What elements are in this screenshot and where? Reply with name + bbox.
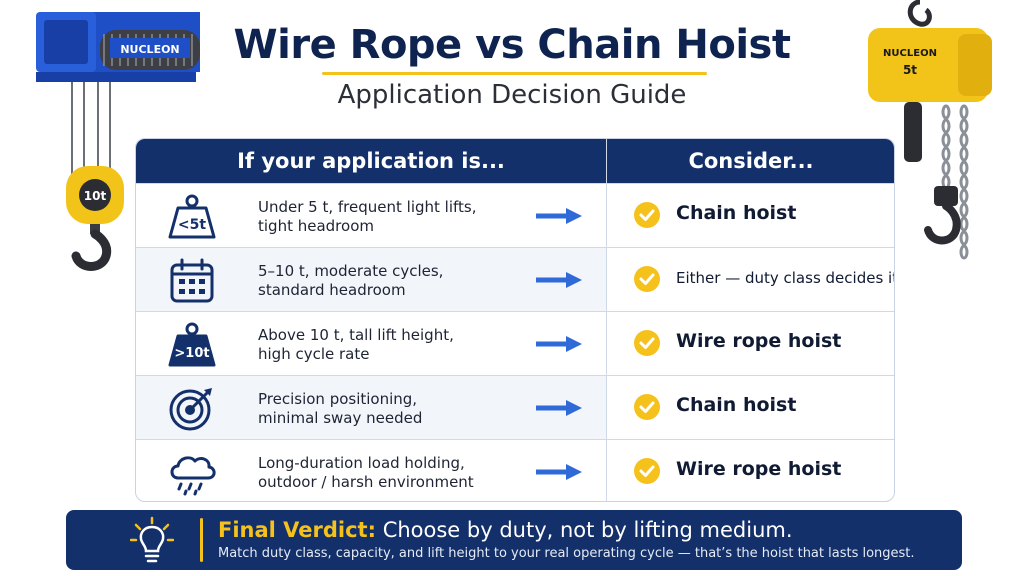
table-row: <5t Under 5 t, frequent light lifts, tig…: [136, 183, 894, 247]
application-description: Above 10 t, tall lift height, high cycle…: [258, 326, 454, 363]
table-row: Precision positioning, minimal sway need…: [136, 375, 894, 439]
chain-hoist-illustration: NUCLEON 5t: [868, 0, 992, 260]
verdict-label: Chain hoist: [676, 202, 797, 224]
arrow-right-icon: [536, 400, 582, 416]
banner-label: Final Verdict:: [218, 518, 376, 542]
application-description: 5–10 t, moderate cycles, standard headro…: [258, 262, 444, 299]
calendar-icon: [170, 258, 214, 303]
target-icon: [169, 388, 212, 431]
lightbulb-icon: [130, 516, 174, 563]
check-circle-icon: [634, 330, 660, 356]
check-circle-icon: [634, 458, 660, 484]
column-header-application: If your application is...: [237, 149, 505, 173]
banner-divider: [200, 518, 203, 562]
arrow-right-icon: [536, 208, 582, 224]
left-hoist-tag: 10t: [84, 189, 107, 203]
column-header-consider: Consider...: [688, 149, 814, 173]
table-row: 5–10 t, moderate cycles, standard headro…: [136, 247, 895, 311]
verdict-label: Chain hoist: [676, 394, 797, 416]
application-description: Under 5 t, frequent light lifts, tight h…: [258, 198, 477, 235]
table-row: >10t Above 10 t, tall lift height, high …: [136, 311, 894, 375]
right-hoist-brand: NUCLEON: [883, 48, 937, 59]
check-circle-icon: [634, 202, 660, 228]
banner-headline: Final Verdict: Choose by duty, not by li…: [218, 518, 793, 542]
page-title: Wire Rope vs Chain Hoist: [233, 22, 791, 68]
final-verdict-banner: Final Verdict: Choose by duty, not by li…: [66, 510, 962, 570]
table-row: Long-duration load holding, outdoor / ha…: [136, 439, 894, 501]
check-circle-icon: [634, 266, 660, 292]
verdict-label: Either — duty class decides it: [676, 269, 895, 287]
wire-rope-hoist-illustration: NUCLEON 10t: [36, 12, 200, 271]
column-divider: [606, 139, 607, 501]
row-icon-label: <5t: [178, 217, 206, 233]
arrow-right-icon: [536, 336, 582, 352]
row-icon-label: >10t: [174, 346, 209, 361]
page-subtitle: Application Decision Guide: [337, 80, 687, 110]
application-description: Precision positioning, minimal sway need…: [258, 390, 423, 427]
banner-detail: Match duty class, capacity, and lift hei…: [218, 546, 915, 561]
arrow-right-icon: [536, 272, 582, 288]
arrow-right-icon: [536, 464, 582, 480]
decision-table: If your application is... Consider... <5…: [135, 138, 895, 502]
title-underline: [322, 72, 707, 75]
check-circle-icon: [634, 394, 660, 420]
weight-under-5t-icon: <5t: [168, 194, 216, 239]
left-hoist-brand: NUCLEON: [120, 43, 179, 56]
storm-cloud-icon: [170, 456, 216, 496]
application-description: Long-duration load holding, outdoor / ha…: [258, 454, 474, 491]
verdict-label: Wire rope hoist: [676, 458, 842, 480]
verdict-label: Wire rope hoist: [676, 330, 842, 352]
weight-over-10t-icon: >10t: [168, 322, 216, 367]
banner-headline-text: Choose by duty, not by lifting medium.: [382, 518, 793, 542]
right-hoist-tag: 5t: [903, 63, 917, 77]
table-header: If your application is... Consider...: [136, 139, 894, 183]
